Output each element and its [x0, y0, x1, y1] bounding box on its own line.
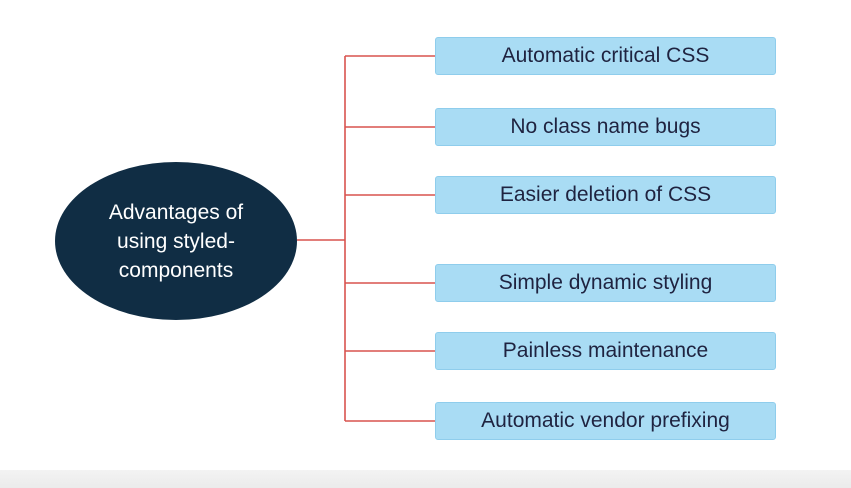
branch-box-painless-maintenance: Painless maintenance	[435, 332, 776, 370]
branch-box-simple-dynamic-styling: Simple dynamic styling	[435, 264, 776, 302]
branch-box-automatic-critical-css: Automatic critical CSS	[435, 37, 776, 75]
branch-label: Automatic vendor prefixing	[481, 409, 730, 432]
central-node-label: Advantages of using styled- components	[108, 200, 244, 282]
bottom-border-strip	[0, 470, 851, 488]
branch-label: Easier deletion of CSS	[499, 183, 712, 206]
branch-label: Automatic critical CSS	[501, 44, 710, 67]
branch-box-easier-deletion-of-css: Easier deletion of CSS	[435, 176, 776, 214]
branch-box-no-class-name-bugs: No class name bugs	[435, 108, 776, 146]
central-node: Advantages of using styled- components	[55, 162, 297, 320]
branch-label: Painless maintenance	[502, 339, 709, 362]
branch-box-automatic-vendor-prefixing: Automatic vendor prefixing	[435, 402, 776, 440]
branch-label: No class name bugs	[510, 115, 701, 138]
branch-label: Simple dynamic styling	[498, 271, 713, 294]
